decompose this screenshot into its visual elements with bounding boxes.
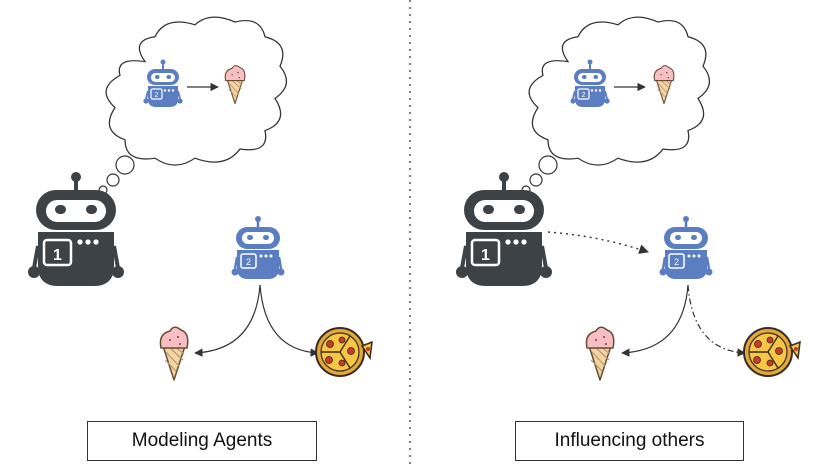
agent-2-robot-icon: 2 <box>658 214 714 281</box>
agent-1-label: 1 <box>53 247 62 264</box>
agent-1-robot-icon: 1 <box>454 170 554 288</box>
thought-bubble-dot <box>106 173 120 187</box>
thought-robot-icon: 2 <box>142 58 184 108</box>
thought-robot-label: 2 <box>155 92 159 99</box>
agent-1-robot-icon: 1 <box>26 170 126 288</box>
caption-influencing-others: Influencing others <box>515 421 744 461</box>
panel-right: 2 1 2 <box>454 16 801 381</box>
ice-cream-icon <box>585 326 615 381</box>
agent-2-robot-icon: 2 <box>230 214 286 281</box>
thought-bubble-dot <box>115 155 135 175</box>
path-to-pizza <box>259 284 319 357</box>
panel-left: 2 1 2 <box>26 16 373 381</box>
influence-arrow <box>547 231 649 254</box>
thought-robot-icon: 2 <box>569 58 611 108</box>
pizza-icon <box>743 327 801 377</box>
agent-1-label: 1 <box>481 247 490 264</box>
thought-bubble-dot <box>529 173 543 187</box>
thought-cloud <box>105 16 288 166</box>
caption-modeling-agents: Modeling Agents <box>87 421 317 461</box>
path-to-ice-cream <box>194 284 261 357</box>
pizza-icon <box>315 327 373 377</box>
agent-2-label: 2 <box>246 257 251 267</box>
thought-bubble-dot <box>538 155 558 175</box>
ice-cream-icon <box>159 326 189 381</box>
agent-2-label: 2 <box>674 257 679 267</box>
path-to-ice-cream <box>621 284 689 357</box>
thought-robot-label: 2 <box>582 92 586 99</box>
path-to-pizza <box>687 284 746 357</box>
thought-cloud <box>528 16 711 166</box>
